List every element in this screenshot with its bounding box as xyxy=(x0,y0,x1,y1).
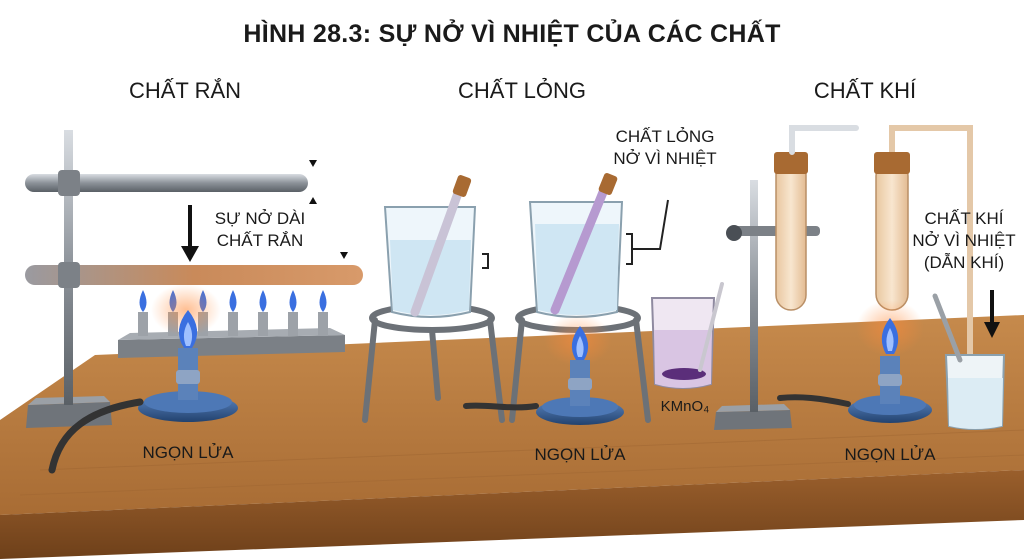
marker-arrow-upper-b xyxy=(309,197,317,204)
section-label-solid: CHẤT RẮN xyxy=(128,78,242,103)
kmno4-label: KMnO₄ xyxy=(660,398,710,415)
gas-hose xyxy=(777,394,851,407)
liquid-expansion-line1: CHẤT LỎNG xyxy=(615,127,715,146)
flame-label-liquid: NGỌN LỬA xyxy=(534,445,626,464)
test-tube-heated xyxy=(550,175,613,315)
burner-rack xyxy=(118,335,345,358)
gas-expansion-label: CHẤT KHÍ NỞ VÌ NHIỆT (DẪN KHÍ) xyxy=(904,208,1024,274)
solid-expansion-line1: SỰ NỞ DÀI xyxy=(214,209,306,228)
gas-delivery-tube xyxy=(889,125,973,360)
marker-arrow-upper xyxy=(309,160,317,167)
liquid-expansion-label: CHẤT LỎNG NỞ VÌ NHIỆT xyxy=(600,126,730,170)
gas-setup xyxy=(714,125,1006,430)
liquid-setup xyxy=(362,173,724,425)
clamp-lower xyxy=(58,262,80,288)
solid-expansion-line2: CHẤT RẮN xyxy=(216,231,304,250)
stand-base xyxy=(26,402,112,428)
gas-expansion-line3: (DẪN KHÍ) xyxy=(923,253,1005,272)
solid-expansion-label: SỰ NỞ DÀI CHẤT RẮN xyxy=(200,208,320,252)
marker-arrow-lower xyxy=(340,252,348,259)
liquid-expansion-line2: NỞ VÌ NHIỆT xyxy=(613,149,717,168)
gas-hose xyxy=(463,402,539,411)
stand-base xyxy=(714,410,792,430)
clamp-upper xyxy=(58,170,80,196)
callout-line-liquid xyxy=(632,199,669,250)
stand-pole xyxy=(750,180,758,412)
gas-expansion-line1: CHẤT KHÍ xyxy=(924,209,1004,228)
table-front xyxy=(0,470,1024,559)
gas-hose xyxy=(48,398,144,474)
flame-label-gas: NGỌN LỬA xyxy=(844,445,936,464)
gas-tube-left xyxy=(775,159,807,311)
upper-metal-rod xyxy=(25,174,308,192)
lower-metal-rod xyxy=(25,265,363,285)
flame-label-solid: NGỌN LỬA xyxy=(142,443,234,462)
solid-setup xyxy=(25,130,363,474)
gas-expansion-line2: NỞ VÌ NHIỆT xyxy=(912,231,1016,250)
section-label-gas: CHẤT KHÍ xyxy=(813,78,917,103)
section-label-liquid: CHẤT LỎNG xyxy=(458,78,586,103)
figure-title: HÌNH 28.3: SỰ NỞ VÌ NHIỆT CỦA CÁC CHẤT xyxy=(243,20,781,48)
